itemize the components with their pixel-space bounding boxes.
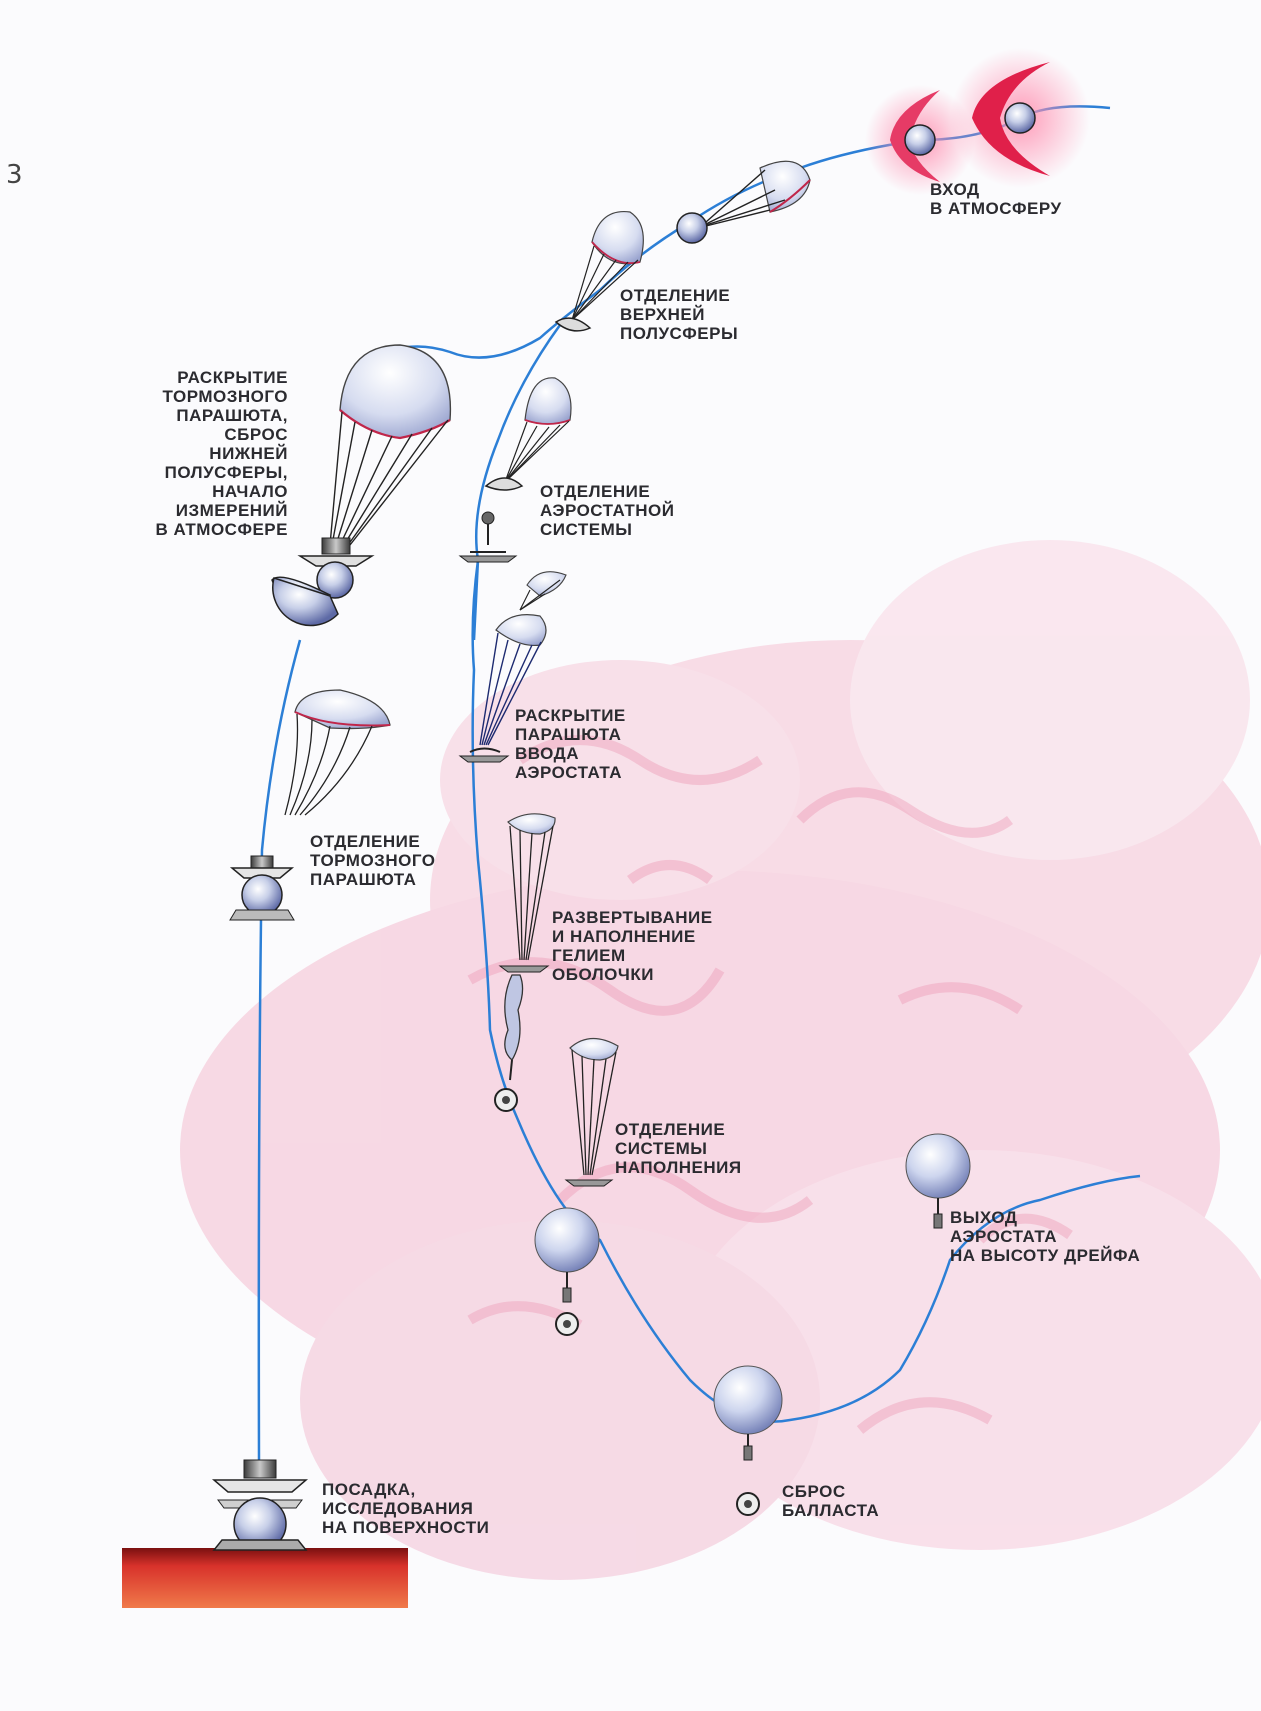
ground [122,1548,408,1608]
upper-separation-chute [554,210,644,332]
page-edge-mark: 3 [6,160,23,190]
descending-lander [229,855,295,921]
cloud-swirls [467,735,1073,1434]
cloud-background [180,540,1261,1580]
inflation-system-chute [564,1037,619,1187]
entry-glow [865,48,1090,195]
aerostat-balloon-drift [905,1133,971,1229]
separated-brake-parachute [284,689,391,816]
brake-parachute [271,344,452,627]
small-pilot-chute [519,571,567,611]
aerostat-deploy-parachute [458,614,547,763]
aerostat-separation-chute [458,377,572,563]
aerostat-balloon-2 [713,1365,783,1516]
envelope-deployment [494,813,556,1112]
entry-capsule [676,102,1036,244]
aerostat-balloon-1 [534,1207,600,1336]
pilot-parachute [705,160,811,227]
landed-lander [211,1459,309,1551]
